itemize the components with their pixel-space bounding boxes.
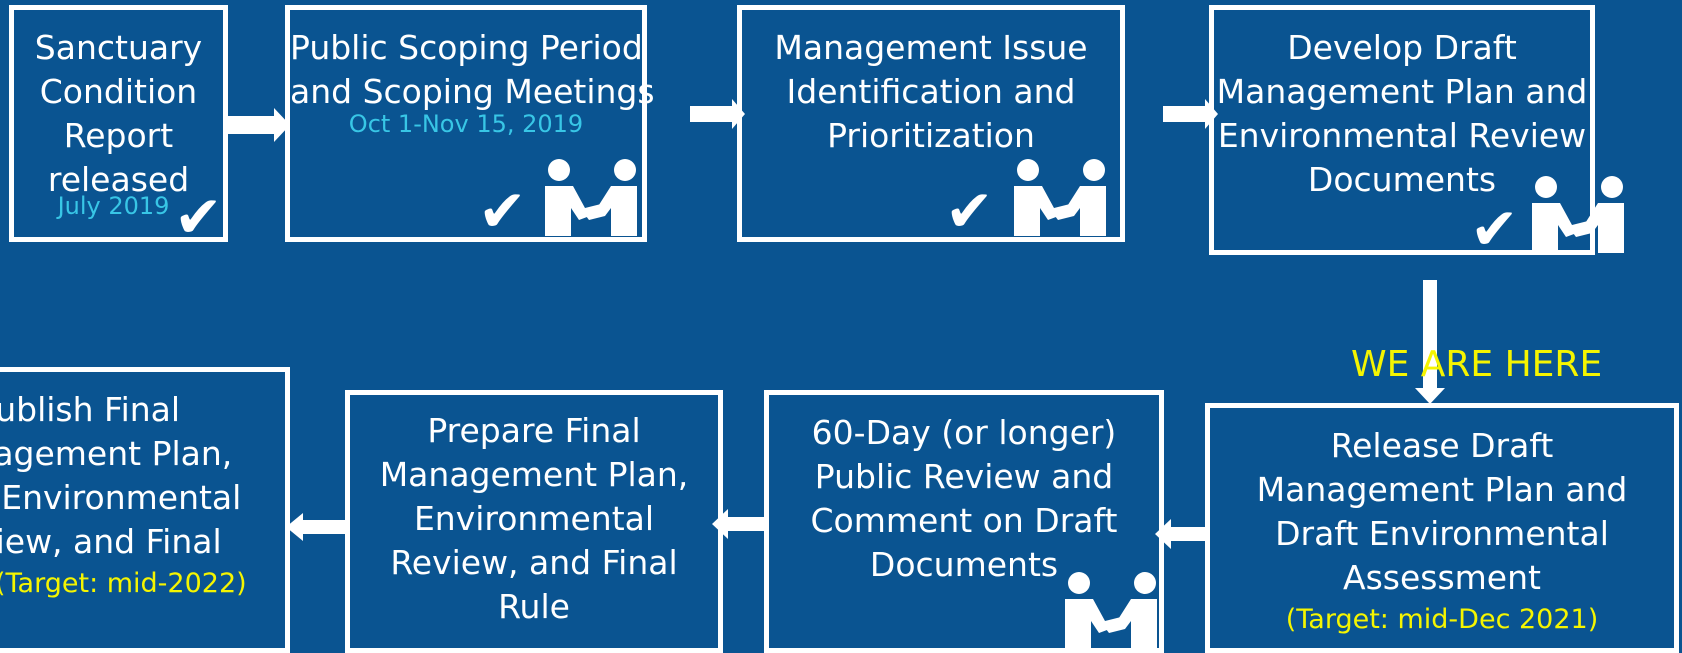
title-line: Sanctuary xyxy=(34,28,203,67)
step-condition-report: Sanctuary Condition Report released July… xyxy=(9,5,228,246)
arrow-right-icon xyxy=(1163,99,1218,129)
handshake-people-icon xyxy=(1014,159,1106,236)
title-line: Assessment xyxy=(1343,558,1541,597)
step-title: 60-Day (or longer) Public Review and Com… xyxy=(769,411,1159,587)
title-line: Public Scoping Period xyxy=(290,28,643,67)
step-public-scoping: Public Scoping Period and Scoping Meetin… xyxy=(285,5,655,245)
step-issue-identification: Management Issue Identification and Prio… xyxy=(737,5,1125,242)
step-title: Management Issue Identification and Prio… xyxy=(742,26,1120,158)
title-line: Comment on Draft xyxy=(810,501,1118,540)
step-publish-final: Publish Final Management Plan, Final Env… xyxy=(0,367,290,653)
title-line: released xyxy=(47,160,190,199)
title-line: Documents xyxy=(869,545,1059,584)
step-prepare-final: Prepare Final Management Plan, Environme… xyxy=(345,390,723,653)
title-line: Release Draft xyxy=(1330,426,1554,465)
checkmark-icon: ✔ xyxy=(945,177,994,245)
step-release-draft: Release Draft Management Plan and Draft … xyxy=(1205,403,1679,653)
title-line: Environmental xyxy=(413,499,655,538)
title-line: Management Plan and xyxy=(1256,470,1628,509)
title-line: Draft Environmental xyxy=(1275,514,1609,553)
step-title: Develop Draft Management Plan and Enviro… xyxy=(1214,26,1590,202)
arrow-left-icon xyxy=(712,509,768,539)
handshake-people-icon xyxy=(545,159,637,236)
title-line: Prepare Final xyxy=(427,411,641,450)
step-target: (Target: mid-2022) xyxy=(0,568,247,599)
title-line: Identification and xyxy=(786,72,1076,111)
arrow-right-icon xyxy=(228,108,290,142)
title-line: Management Plan, xyxy=(0,434,233,473)
title-line: Final Environmental xyxy=(0,478,242,517)
title-line: Public Review and xyxy=(814,457,1114,496)
step-public-review: 60-Day (or longer) Public Review and Com… xyxy=(764,390,1164,653)
step-title: Publish Final Management Plan, Final Env… xyxy=(0,388,285,564)
title-line: 60-Day (or longer) xyxy=(811,413,1117,452)
checkmark-icon: ✔ xyxy=(478,177,527,245)
title-line: Condition xyxy=(39,72,198,111)
checkmark-icon: ✔ xyxy=(1470,195,1519,263)
checkmark-icon: ✔ xyxy=(174,183,223,251)
step-develop-draft: Develop Draft Management Plan and Enviro… xyxy=(1209,5,1624,263)
title-line: and Scoping Meetings xyxy=(290,72,655,111)
title-line: Management Plan, xyxy=(379,455,689,494)
handshake-people-icon xyxy=(1532,176,1624,253)
handshake-people-icon xyxy=(1065,572,1157,649)
title-line: Develop Draft xyxy=(1287,28,1517,67)
step-target: (Target: mid-Dec 2021) xyxy=(1285,604,1599,635)
title-line: Publish Final xyxy=(0,390,181,429)
title-line: Review, and Final xyxy=(390,543,678,582)
step-title: Release Draft Management Plan and Draft … xyxy=(1210,424,1674,600)
arrow-left-icon xyxy=(286,513,346,541)
step-title: Prepare Final Management Plan, Environme… xyxy=(350,409,718,629)
title-line: Environmental Review xyxy=(1217,116,1587,155)
title-line: Management Plan and xyxy=(1216,72,1588,111)
title-line: Review, and Final xyxy=(0,522,222,561)
title-line: Management Issue xyxy=(774,28,1088,67)
title-line: Prioritization xyxy=(827,116,1035,155)
step-date: Oct 1-Nov 15, 2019 xyxy=(348,110,584,138)
title-line: Report xyxy=(63,116,174,155)
step-date: July 2019 xyxy=(57,192,170,220)
arrow-right-icon xyxy=(690,99,745,129)
current-step-marker: WE ARE HERE xyxy=(1351,344,1603,385)
title-line: Documents xyxy=(1307,160,1497,199)
step-title: Public Scoping Period and Scoping Meetin… xyxy=(290,26,655,114)
arrow-left-icon xyxy=(1155,519,1209,549)
title-line: Rule xyxy=(498,587,570,626)
step-title: Sanctuary Condition Report released xyxy=(14,26,223,202)
arrow-down-icon xyxy=(1415,280,1445,404)
